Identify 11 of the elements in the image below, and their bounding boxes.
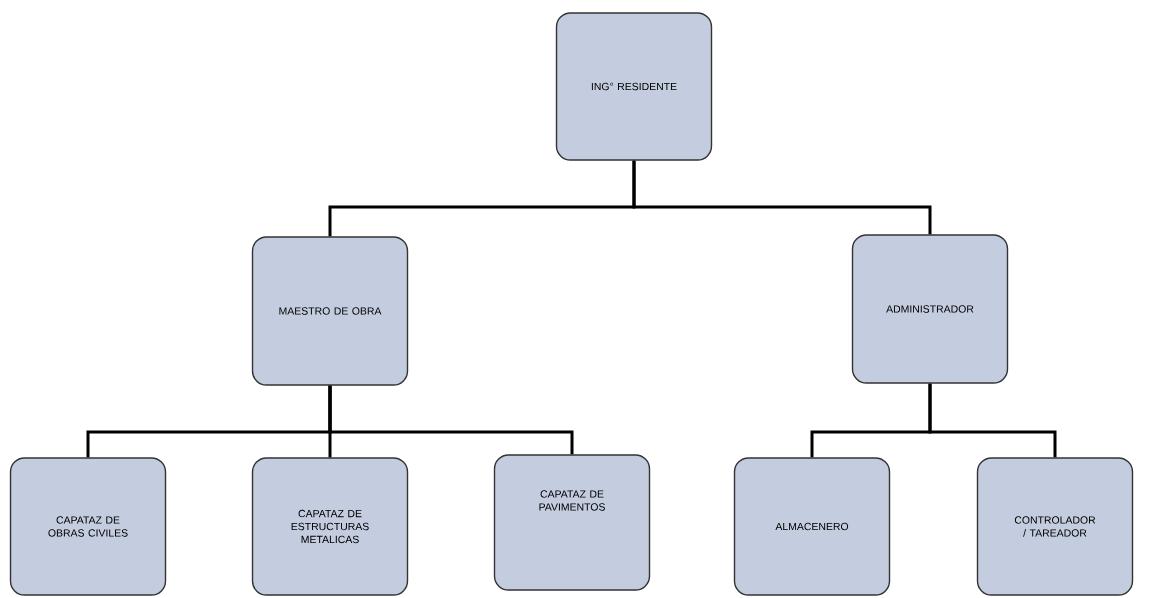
org-box: CAPATAZ DE OBRAS CIVILES bbox=[9, 457, 167, 596]
connector-line bbox=[328, 385, 574, 455]
org-box: CONTROLADOR / TAREADOR bbox=[976, 457, 1134, 596]
connector-line bbox=[928, 383, 1057, 458]
connector-line bbox=[632, 160, 932, 235]
org-box: ING° RESIDENTE bbox=[555, 12, 713, 161]
org-box: MAESTRO DE OBRA bbox=[251, 236, 409, 386]
org-box: ALMACENERO bbox=[733, 457, 891, 596]
org-box: CAPATAZ DE ESTRUCTURAS METALICAS bbox=[251, 457, 409, 596]
org-box: ADMINISTRADOR bbox=[851, 234, 1009, 384]
org-box: CAPATAZ DE PAVIMENTOS bbox=[493, 454, 651, 591]
